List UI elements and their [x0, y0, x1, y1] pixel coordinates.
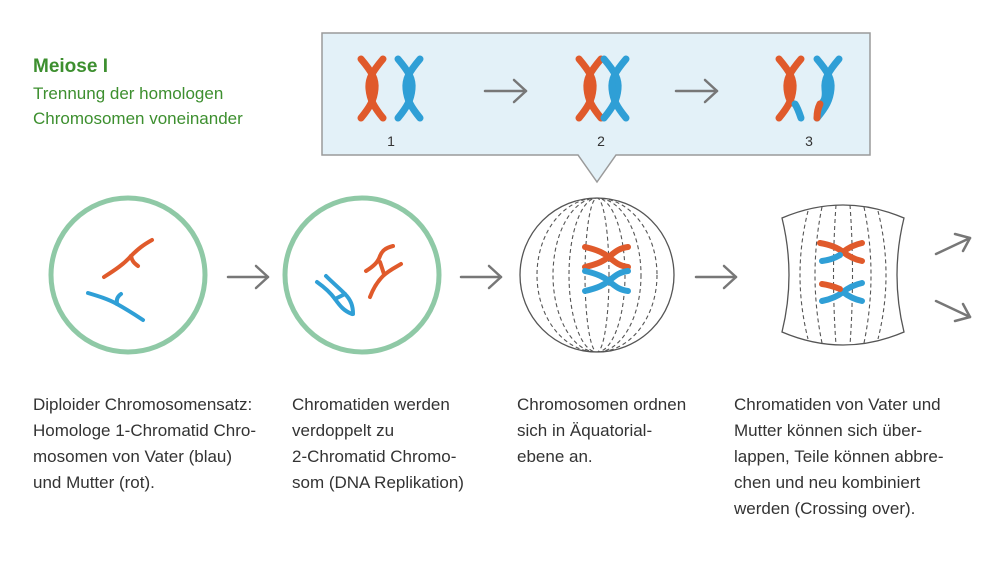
maternal-chromosome-icon	[775, 55, 805, 122]
inset-step-2-chromosomes	[575, 55, 630, 122]
paternal-chromosome-icon	[315, 274, 355, 316]
inset-label-3: 3	[805, 133, 813, 149]
cell-membrane	[282, 195, 442, 355]
upper-chromosome-icon	[817, 240, 865, 264]
inset-arrow-1-icon	[483, 78, 528, 104]
stage-arrow-3-icon	[694, 264, 738, 290]
lower-chromosome-icon	[819, 280, 865, 304]
inset-step-3-chromosomes	[775, 55, 843, 122]
recombined-chromosomes	[817, 240, 865, 304]
stage-arrow-1-icon	[226, 264, 270, 290]
caption-stage-2: Chromatiden werden verdoppelt zu 2-Chrom…	[292, 395, 464, 492]
spindle-fibers	[536, 198, 658, 352]
caption-stage-1: Diploider Chromosomensatz: Homologe 1-Ch…	[33, 395, 256, 492]
inset-label-2: 2	[597, 133, 605, 149]
cell-membrane	[48, 195, 208, 355]
bivalent-chromosomes	[582, 244, 631, 294]
stage-3-cell	[519, 197, 675, 353]
maternal-chromosome-icon	[575, 55, 605, 122]
maternal-chromosome-icon	[364, 244, 403, 299]
inset-label-1: 1	[387, 133, 395, 149]
stage-arrow-2-icon	[459, 264, 503, 290]
inset-step-1-chromosomes	[357, 55, 424, 122]
paternal-chromosome-icon	[600, 55, 630, 122]
diverging-arrows-icon	[934, 232, 972, 323]
inset-callout: 1 2 3	[321, 32, 871, 184]
cell-membrane	[781, 204, 905, 346]
stage-4-cell	[781, 204, 905, 346]
page-title: Meiose I	[33, 56, 108, 77]
paternal-chromosome-icon	[394, 55, 424, 122]
caption-stage-4: Chromatiden von Vater und Mutter können …	[734, 395, 944, 518]
maternal-chromosome-icon	[357, 55, 387, 122]
maternal-chromatid-icon	[102, 238, 154, 279]
inset-arrow-2-icon	[674, 78, 719, 104]
caption-stage-3: Chromosomen ordnen sich in Äquatorial- e…	[517, 395, 687, 466]
paternal-chromatid-icon	[86, 291, 145, 322]
paternal-chromosome-icon	[813, 55, 843, 122]
stage-2-cell	[282, 195, 442, 355]
page-subtitle: Trennung der homologen Chromosomen vonei…	[33, 84, 243, 128]
spindle-fibers	[799, 205, 887, 345]
stage-1-cell	[48, 195, 208, 355]
paternal-chromosome-icon	[582, 268, 631, 294]
maternal-chromosome-icon	[582, 244, 631, 270]
